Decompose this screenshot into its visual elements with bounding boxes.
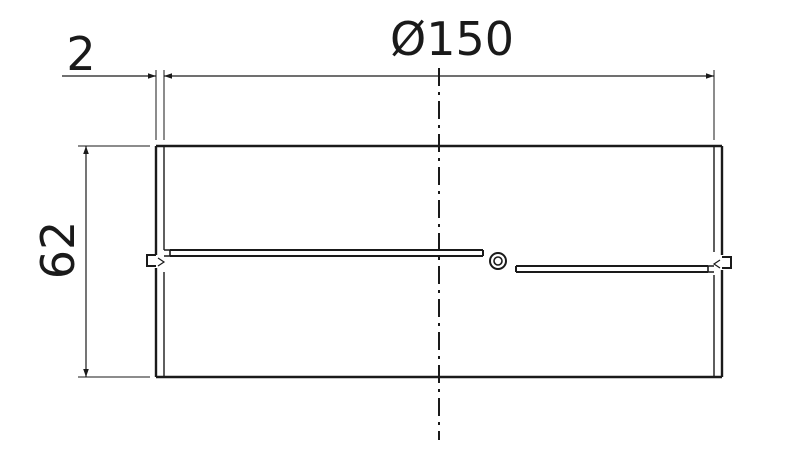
left-tab bbox=[146, 249, 171, 267]
height-label: 62 bbox=[31, 221, 85, 280]
diameter-dimension bbox=[155, 70, 715, 140]
pin-hole bbox=[489, 252, 507, 270]
height-dimension bbox=[78, 145, 150, 378]
diameter-label: Ø150 bbox=[390, 12, 514, 66]
left-slot bbox=[170, 249, 484, 257]
wall-thickness-label: 2 bbox=[66, 27, 95, 81]
right-slot bbox=[515, 265, 708, 273]
right-tab bbox=[707, 256, 732, 273]
part-outline bbox=[154, 144, 724, 379]
